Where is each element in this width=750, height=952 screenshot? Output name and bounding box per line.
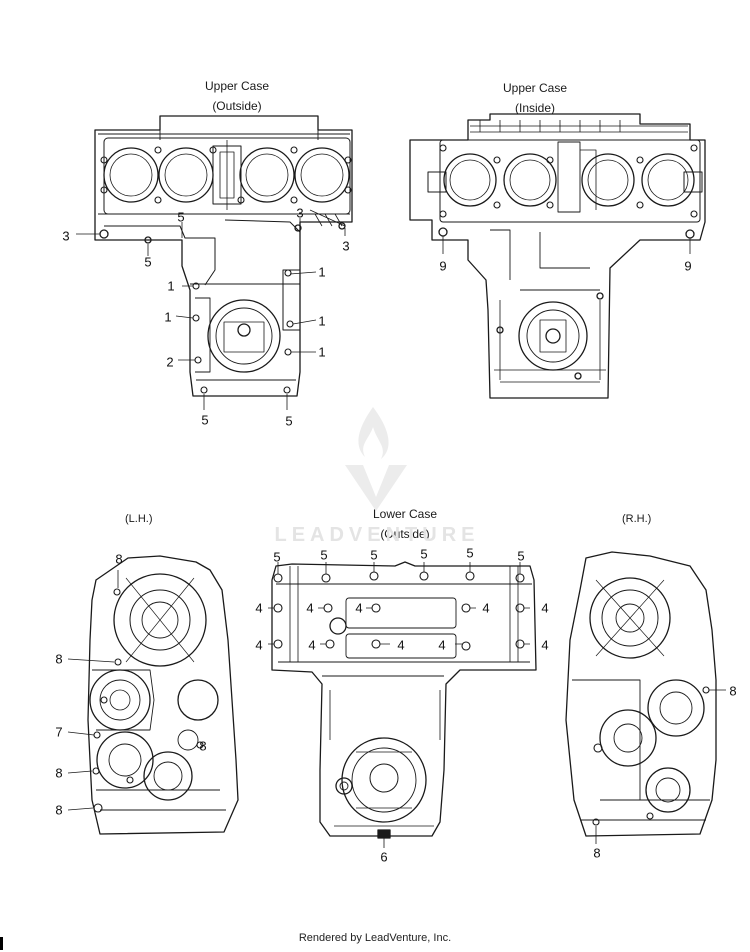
callout-lower-outside-5: 5 (370, 547, 378, 563)
callout-lower-outside-4: 4 (482, 600, 490, 616)
callout-lower-outside-4: 4 (308, 637, 316, 653)
callout-lower-outside-4: 4 (306, 600, 314, 616)
callout-rh-8: 8 (593, 845, 601, 861)
callout-upper-outside-5: 5 (177, 209, 185, 225)
callout-lh-8: 8 (55, 651, 63, 667)
label-left-hand: (L.H.) (125, 513, 153, 525)
callout-lower-outside-5: 5 (517, 548, 525, 564)
callout-lower-outside-5: 5 (320, 547, 328, 563)
callout-lower-outside-4: 4 (255, 600, 263, 616)
title-line: (Inside) (514, 101, 555, 115)
label-right-hand: (R.H.) (622, 513, 652, 525)
upper-case-inside-drawing (409, 113, 706, 399)
title-line: (Outside) (212, 99, 262, 113)
callout-lh-8: 8 (115, 551, 123, 567)
callout-lh-8: 8 (55, 802, 63, 818)
callout-upper-outside-3: 3 (296, 205, 304, 221)
callout-lower-outside-6: 6 (380, 849, 388, 865)
footer-credit: Rendered by LeadVenture, Inc. (298, 932, 452, 944)
title-upper-case-outside: Upper Case (Outside) (192, 76, 282, 116)
title-line: Upper Case (502, 81, 568, 95)
callout-upper-inside-9: 9 (684, 258, 692, 274)
callout-lower-outside-4: 4 (541, 637, 549, 653)
callout-upper-outside-5: 5 (285, 413, 293, 429)
callout-lh-8: 8 (199, 738, 207, 754)
lower-case-left-hand-drawing (67, 555, 239, 835)
callout-lower-outside-5: 5 (420, 546, 428, 562)
callout-upper-outside-3: 3 (62, 228, 70, 244)
upper-case-outside-drawing (76, 115, 353, 410)
callout-lower-outside-4: 4 (255, 637, 263, 653)
callout-upper-outside-2: 2 (166, 354, 174, 370)
callout-lower-outside-4: 4 (355, 600, 363, 616)
callout-lh-7: 7 (55, 724, 63, 740)
callout-lower-outside-5: 5 (273, 549, 281, 565)
title-line: (Outside) (380, 527, 430, 541)
callout-upper-outside-1: 1 (318, 264, 326, 280)
lower-case-right-hand-drawing (565, 551, 726, 844)
leadventure-logo-watermark (345, 407, 407, 511)
callout-upper-outside-1: 1 (318, 344, 326, 360)
lower-case-outside-drawing (268, 561, 537, 848)
callout-upper-outside-1: 1 (318, 313, 326, 329)
callout-upper-outside-5: 5 (201, 412, 209, 428)
callout-lower-outside-4: 4 (438, 637, 446, 653)
title-line: Lower Case (372, 507, 438, 521)
callout-lower-outside-4: 4 (541, 600, 549, 616)
callout-upper-outside-5: 5 (144, 254, 152, 270)
callout-rh-8: 8 (729, 683, 737, 699)
callout-upper-inside-9: 9 (439, 258, 447, 274)
title-upper-case-inside: Upper Case (Inside) (490, 78, 580, 118)
callout-lh-8: 8 (55, 765, 63, 781)
callout-upper-outside-1: 1 (167, 278, 175, 294)
callout-lower-outside-5: 5 (466, 545, 474, 561)
callout-lower-outside-4: 4 (397, 637, 405, 653)
leadventure-watermark: LEADVENTURE (274, 524, 480, 546)
callout-upper-outside-1: 1 (164, 309, 172, 325)
title-line: Upper Case (204, 79, 270, 93)
callout-upper-outside-3: 3 (342, 238, 350, 254)
page-edge-mark (0, 937, 3, 950)
title-lower-case-outside: Lower Case (Outside) (360, 504, 450, 544)
